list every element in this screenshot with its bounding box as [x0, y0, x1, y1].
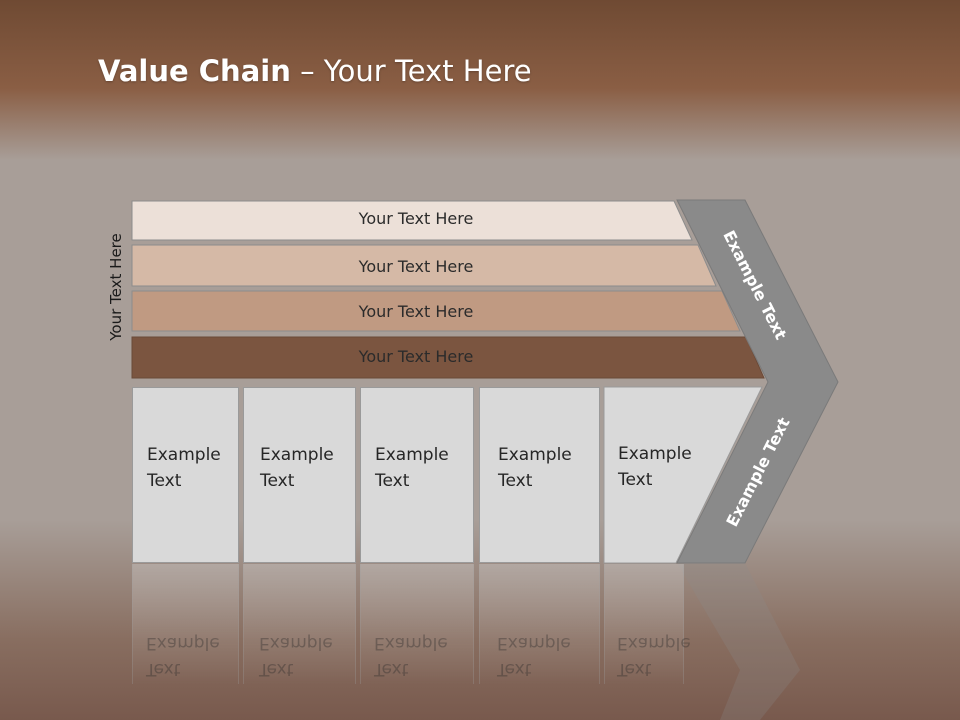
box-text-line1: Example	[618, 444, 692, 464]
page-title: Value Chain – Your Text Here	[98, 54, 532, 88]
box-text-line2: Text	[618, 470, 653, 490]
box-text-line2: Text	[260, 471, 295, 491]
box-text-line1: Example	[375, 445, 449, 465]
chevron-reflection	[677, 563, 800, 720]
activity-box-5: Example Text	[604, 387, 714, 563]
box-text-line1: Example	[260, 445, 334, 465]
row-label-3: Your Text Here	[358, 302, 474, 321]
background-top-band	[0, 0, 960, 160]
box-text-line2: Text	[375, 471, 410, 491]
box-text-line1: Example	[147, 445, 221, 465]
box-text-line2: Text	[147, 471, 182, 491]
row-label-4: Your Text Here	[358, 347, 474, 366]
title-bold: Value Chain	[98, 54, 291, 88]
title-rest: – Your Text Here	[290, 54, 532, 88]
row-label-1: Your Text Here	[358, 209, 474, 228]
box-text-line2: Text	[498, 471, 533, 491]
activity-box-3: Example Text	[360, 387, 474, 563]
activity-box-2: Example Text	[243, 387, 356, 563]
box-5-shape	[603, 386, 763, 564]
chevron-arrow	[676, 199, 839, 564]
activity-box-4: Example Text	[479, 387, 600, 563]
row-bar-4	[131, 336, 765, 379]
row-bar-3	[131, 290, 741, 332]
activity-box-1: Example Text	[132, 387, 239, 563]
row-bar-2	[131, 244, 717, 287]
box-text-line1: Example	[498, 445, 572, 465]
row-label-2: Your Text Here	[358, 257, 474, 276]
row-bar-1	[131, 200, 693, 241]
